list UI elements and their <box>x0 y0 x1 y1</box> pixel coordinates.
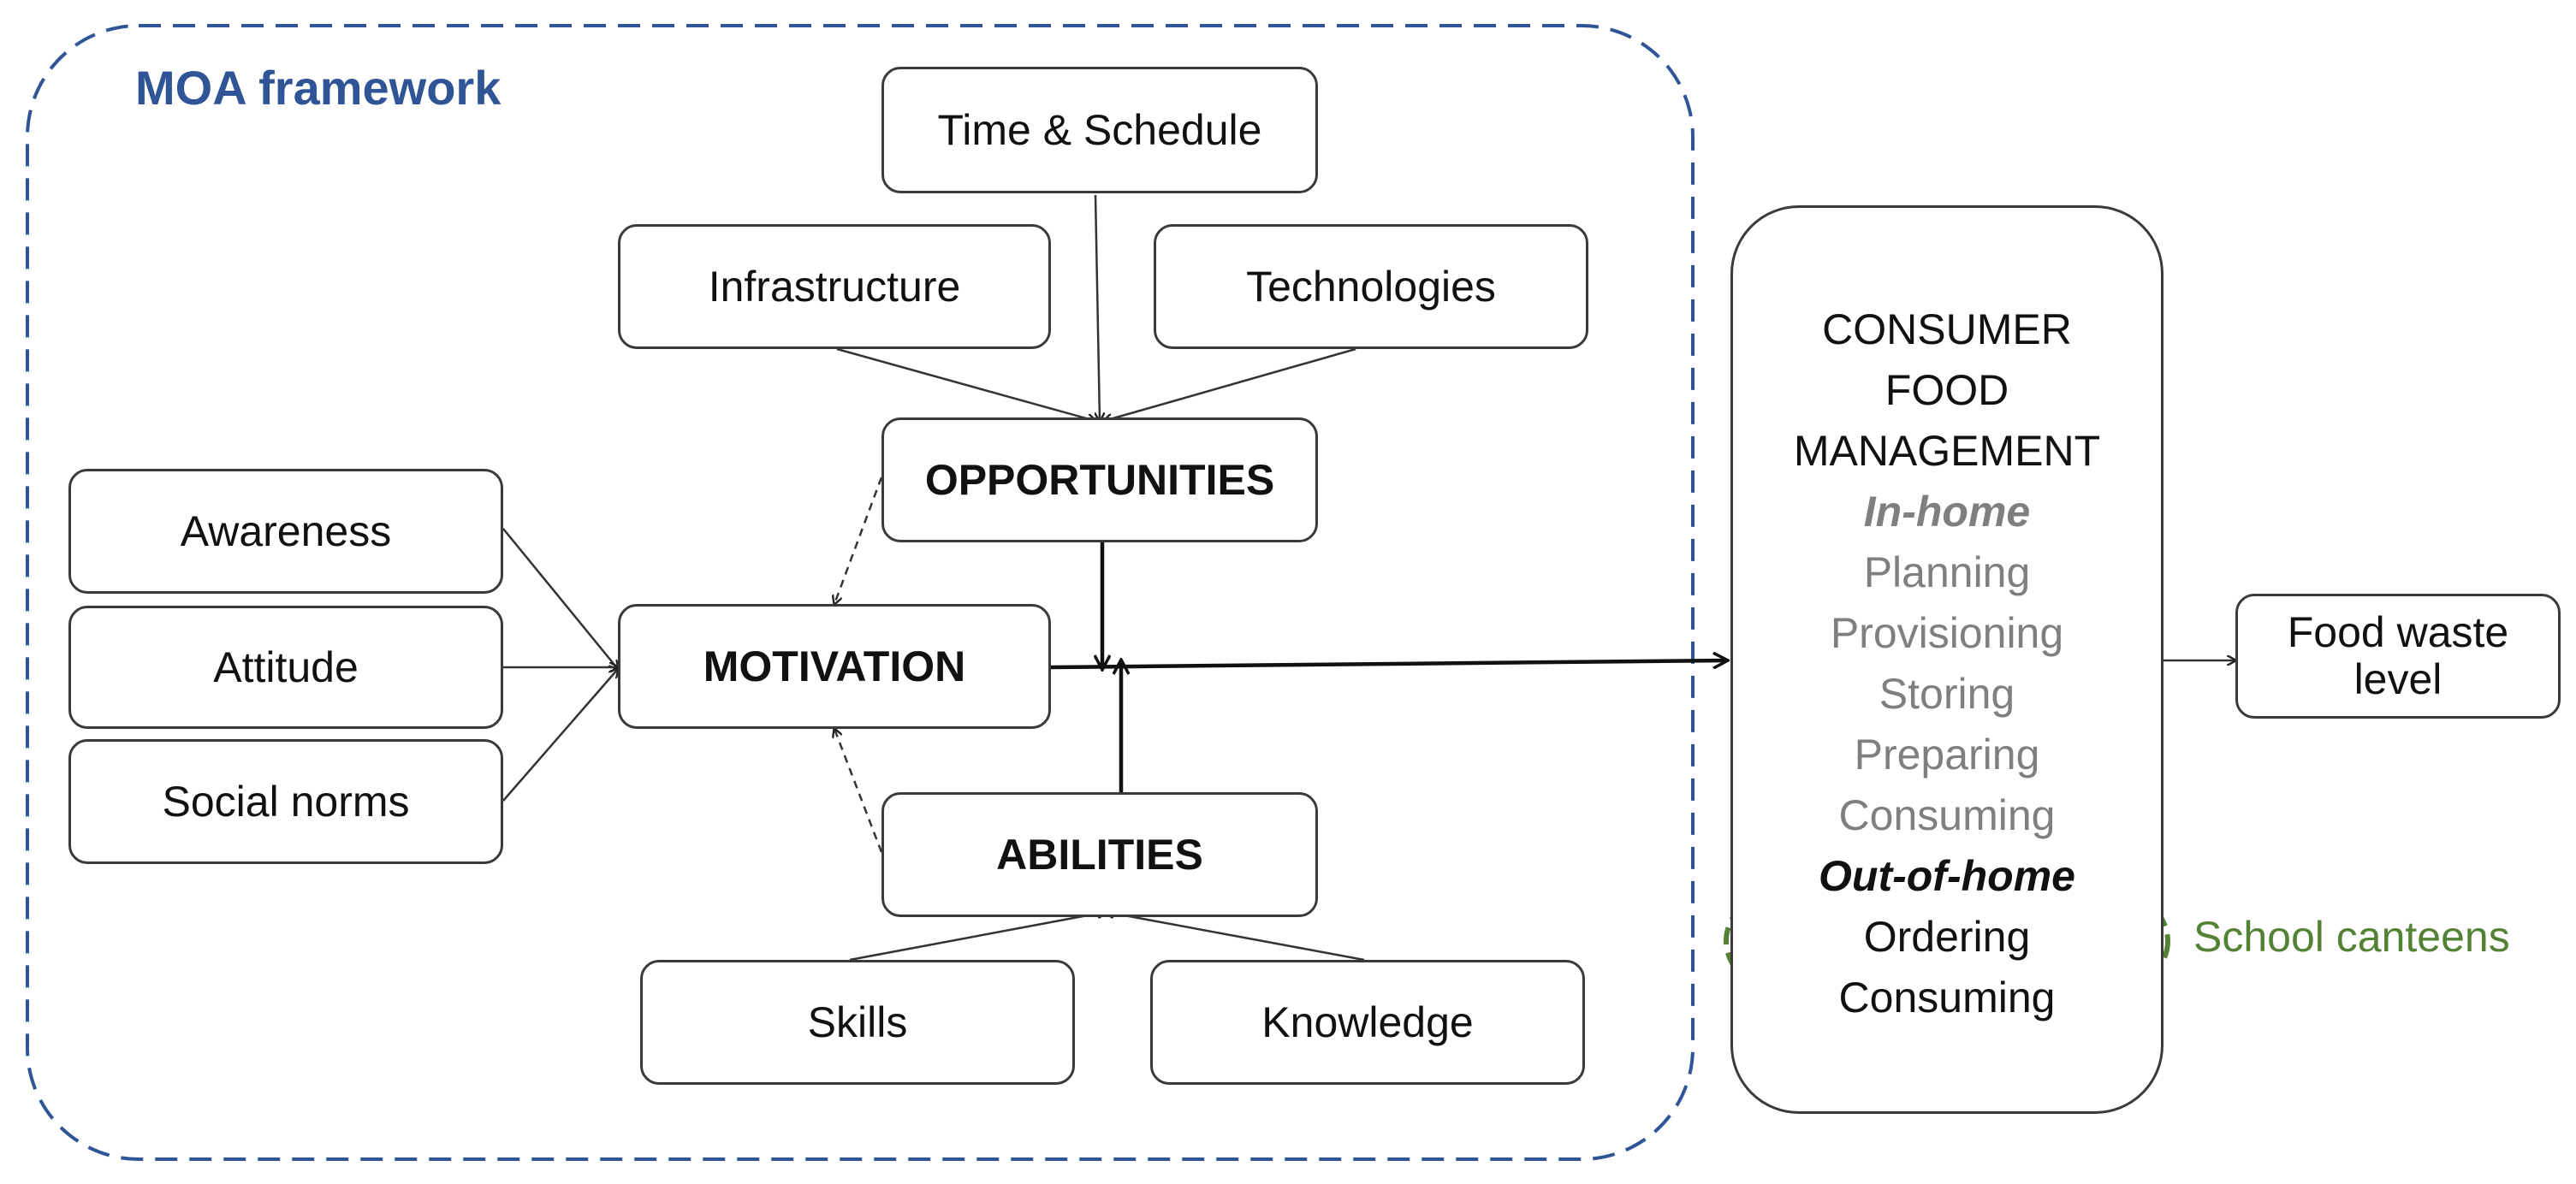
time-schedule-box: Time & Schedule <box>881 67 1318 193</box>
awareness-box: Awareness <box>68 469 503 594</box>
food-waste-level-label: Food waste level <box>2287 608 2509 703</box>
in-home-label: In-home <box>1863 488 2031 536</box>
consumer-food-management-box <box>1730 205 2163 1114</box>
arrow-technologies-to-opportunities <box>1104 347 1356 421</box>
opportunities-box: OPPORTUNITIES <box>881 417 1318 542</box>
consumer-food-management-text: CONSUMER FOOD MANAGEMENT In-home Plannin… <box>1730 299 2163 1028</box>
attitude-box: Attitude <box>68 606 503 729</box>
arrow-motivation-to-cfm <box>1050 660 1727 670</box>
technologies-box: Technologies <box>1154 224 1588 349</box>
technologies-label: Technologies <box>1246 262 1496 311</box>
cfm-heading-line-3: MANAGEMENT <box>1793 427 2101 475</box>
infrastructure-box: Infrastructure <box>618 224 1051 349</box>
in-home-item-preparing: Preparing <box>1854 731 2040 778</box>
out-of-home-item-ordering: Ordering <box>1863 913 2031 961</box>
abilities-box: ABILITIES <box>881 792 1318 917</box>
skills-box: Skills <box>640 960 1075 1085</box>
cfm-heading-line-2: FOOD <box>1885 366 2009 414</box>
arrow-skills-to-abilities <box>849 912 1106 962</box>
attitude-label: Attitude <box>213 642 359 691</box>
motivation-box: MOTIVATION <box>618 604 1051 729</box>
knowledge-label: Knowledge <box>1261 998 1474 1046</box>
social-norms-label: Social norms <box>162 777 410 826</box>
food-waste-level-box: Food waste level <box>2235 594 2561 719</box>
opportunities-label: OPPORTUNITIES <box>924 455 1275 504</box>
infrastructure-label: Infrastructure <box>708 262 961 311</box>
out-of-home-label: Out-of-home <box>1819 852 2075 900</box>
moa-framework-frame <box>26 24 1695 1161</box>
in-home-item-storing: Storing <box>1879 670 2015 718</box>
in-home-item-provisioning: Provisioning <box>1830 609 2064 657</box>
arrow-time-to-opportunities <box>1094 194 1100 421</box>
abilities-label: ABILITIES <box>996 830 1203 879</box>
awareness-label: Awareness <box>180 506 392 555</box>
arrow-social-norms-to-motivation <box>502 669 618 802</box>
arrow-knowledge-to-abilities <box>1106 912 1365 962</box>
dashed-arrow-abilities-to-motivation <box>834 729 883 853</box>
time-schedule-label: Time & Schedule <box>937 105 1262 154</box>
moa-framework-title: MOA framework <box>135 61 502 115</box>
school-canteens-label: School canteens <box>2193 913 2510 961</box>
motivation-label: MOTIVATION <box>703 642 966 690</box>
out-of-home-item-consuming: Consuming <box>1838 974 2056 1021</box>
cfm-heading-line-1: CONSUMER <box>1822 305 2072 353</box>
knowledge-box: Knowledge <box>1150 960 1585 1085</box>
arrow-awareness-to-motivation <box>502 528 618 669</box>
arrow-infrastructure-to-opportunities <box>836 347 1095 421</box>
social-norms-box: Social norms <box>68 739 503 864</box>
dashed-arrow-opportunities-to-motivation <box>834 477 883 604</box>
in-home-item-consuming: Consuming <box>1838 791 2056 839</box>
skills-label: Skills <box>807 998 908 1046</box>
in-home-item-planning: Planning <box>1863 548 2031 596</box>
